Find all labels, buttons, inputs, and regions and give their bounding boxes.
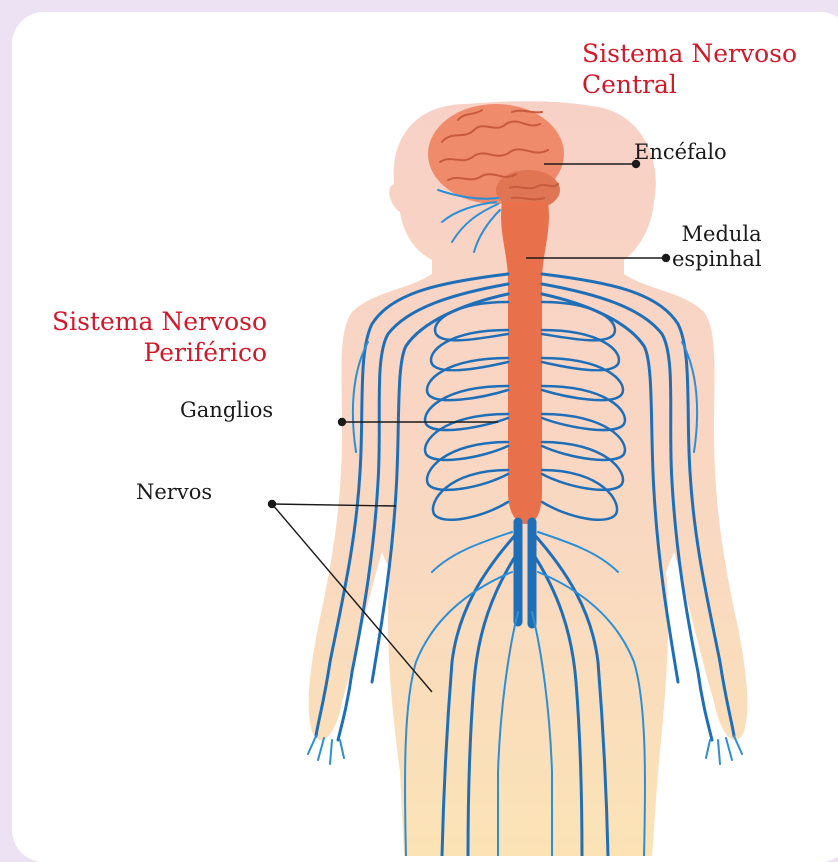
leader-dot-nerves xyxy=(269,501,276,508)
diagram-card: Sistema Nervoso Central Sistema Nervoso … xyxy=(12,12,838,862)
nervous-system-illustration xyxy=(12,12,838,856)
title-central-line1: Sistema Nervoso xyxy=(582,38,797,69)
title-central-line2: Central xyxy=(582,69,797,100)
label-spinal-cord-line2: espinhal xyxy=(672,247,762,272)
title-peripheral-line2: Periférico xyxy=(52,337,267,368)
label-encephalon: Encéfalo xyxy=(634,140,727,165)
title-peripheral-line1: Sistema Nervoso xyxy=(52,306,267,337)
label-spinal-cord-line1: Medula xyxy=(672,222,762,247)
label-spinal-cord: Medula espinhal xyxy=(672,222,762,272)
leader-dot-ganglia xyxy=(339,419,346,426)
title-central: Sistema Nervoso Central xyxy=(582,38,797,100)
label-nerves: Nervos xyxy=(136,480,212,505)
title-peripheral: Sistema Nervoso Periférico xyxy=(52,306,267,368)
leader-dot-spinal-cord xyxy=(663,255,670,262)
label-ganglia: Ganglios xyxy=(180,398,273,423)
